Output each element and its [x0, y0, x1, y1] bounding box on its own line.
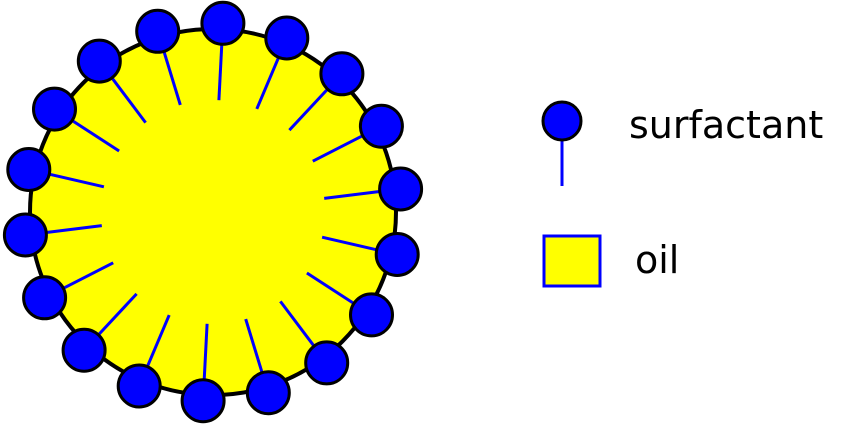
surfactant-head	[34, 88, 76, 130]
surfactant-head	[63, 329, 105, 371]
surfactant-head	[306, 342, 348, 384]
legend-label-oil: oil	[635, 238, 679, 282]
surfactant-head	[380, 168, 422, 210]
surfactant-icon	[543, 102, 581, 186]
surfactant-head	[247, 372, 289, 414]
legend-item-surfactant: surfactant	[543, 102, 823, 186]
surfactant-head	[137, 10, 179, 52]
legend-item-oil: oil	[544, 236, 679, 286]
surfactant-head	[202, 2, 244, 44]
legend: surfactant oil	[543, 102, 823, 286]
surfactant-head	[4, 214, 46, 256]
surfactant-head	[8, 149, 50, 191]
surfactant-head	[78, 40, 120, 82]
oil-swatch-icon	[544, 236, 600, 286]
surfactant-head	[182, 380, 224, 422]
surfactant-head	[376, 234, 418, 276]
surfactant-head	[351, 294, 393, 336]
surfactant-head	[360, 105, 402, 147]
surfactant-head	[321, 53, 363, 95]
surfactant-head	[24, 277, 66, 319]
surfactant-head	[118, 365, 160, 407]
surfactant-head	[266, 17, 308, 59]
legend-label-surfactant: surfactant	[629, 103, 823, 147]
micelle	[4, 2, 421, 421]
